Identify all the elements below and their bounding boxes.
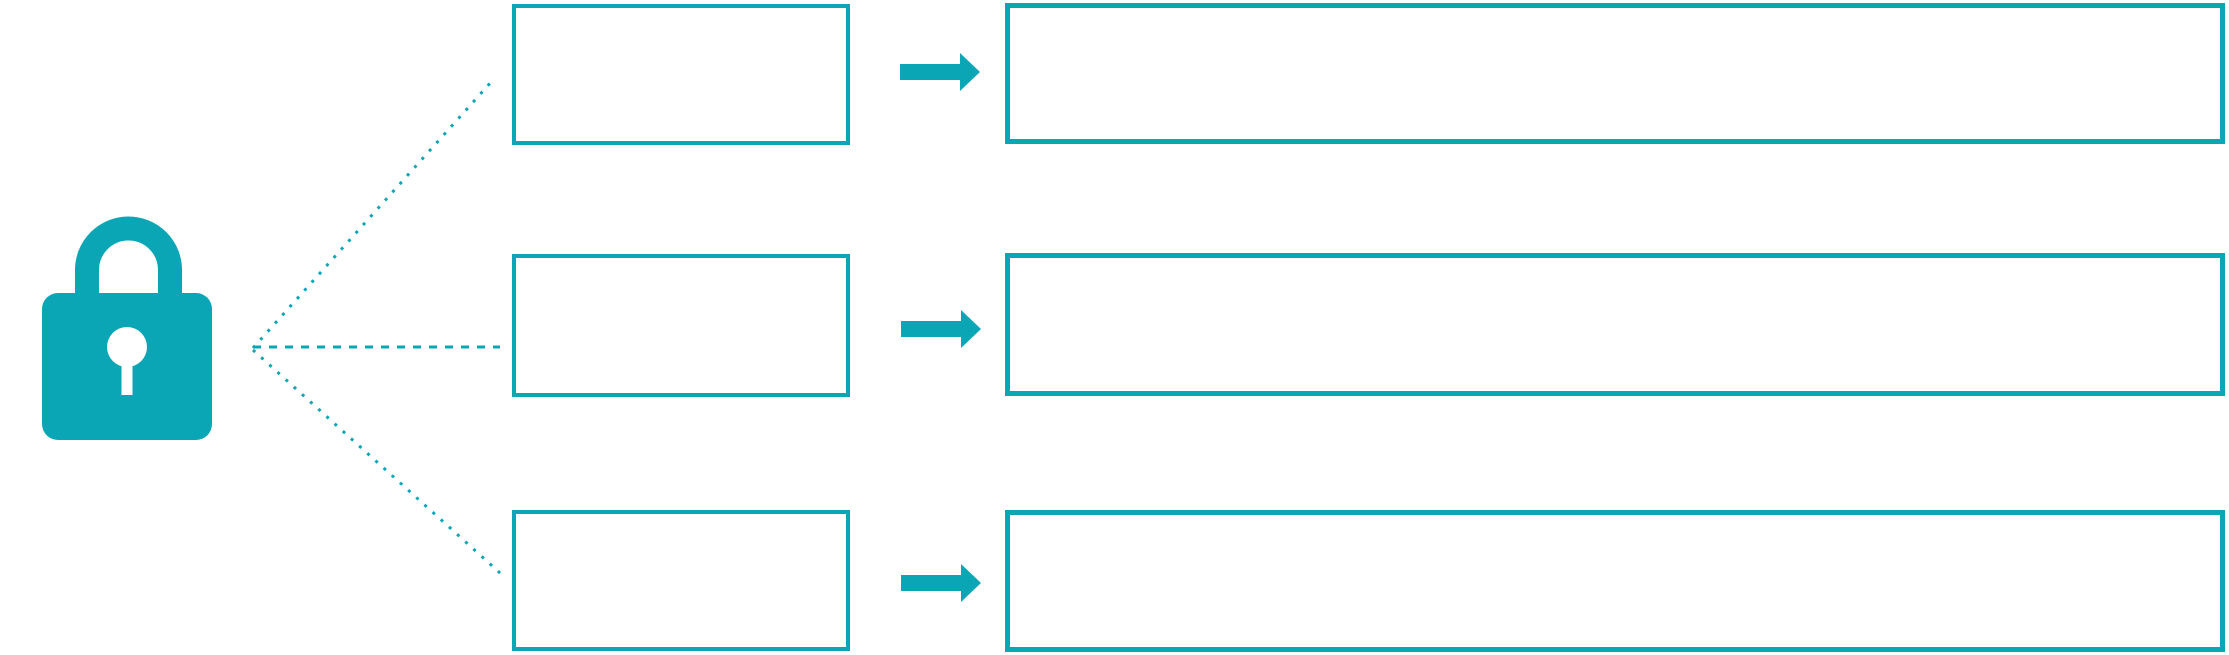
arrow-right-icon (901, 310, 981, 348)
connector-line-bottom (251, 348, 502, 575)
detail-box-1 (1005, 3, 2225, 144)
lock-icon (42, 216, 212, 440)
key-box-2 (512, 254, 850, 397)
arrow-right-icon (901, 564, 981, 602)
detail-box-3 (1005, 510, 2225, 652)
arrow-right-icon (900, 53, 980, 91)
key-box-3 (512, 510, 850, 651)
key-box-1 (512, 4, 850, 145)
connector-line-top (251, 79, 494, 350)
detail-box-2 (1005, 253, 2225, 396)
